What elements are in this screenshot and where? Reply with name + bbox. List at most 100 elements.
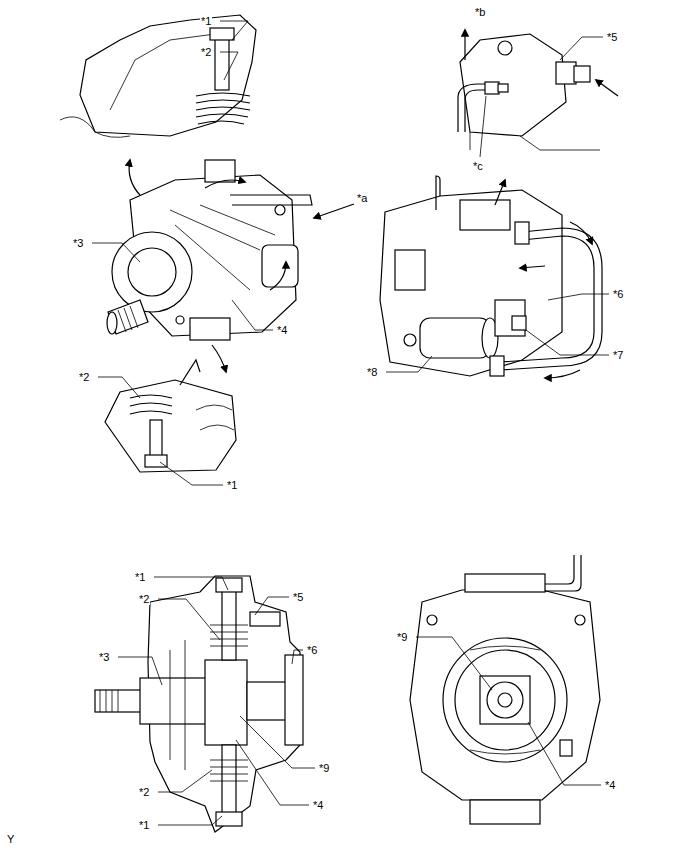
drawing-line: [485, 82, 499, 94]
drawing-line: [145, 455, 167, 467]
drawing-line: [380, 190, 562, 376]
leader-line: [548, 294, 609, 300]
drawing-line: [570, 222, 592, 244]
drawing-line: [205, 660, 247, 745]
drawing-line: [205, 180, 245, 188]
drawing-line: [212, 345, 226, 372]
callout-number: *1: [200, 15, 212, 27]
drawing-line: [314, 204, 354, 218]
drawing-line: [230, 195, 312, 205]
drawing-line: [110, 32, 230, 110]
drawing-line: [404, 334, 416, 346]
supply-pump-rear-view: [380, 176, 602, 378]
leader-line: [292, 650, 303, 664]
drawing-line: [285, 655, 303, 745]
drawing-line: [196, 93, 250, 124]
drawing-line: [410, 590, 600, 800]
callout-number: *2: [138, 786, 150, 798]
drawing-line: [500, 236, 594, 362]
callout-number: *9: [318, 762, 330, 774]
callout-number: *6: [612, 288, 624, 300]
drawing-line: [458, 84, 485, 132]
pump-cross-section: [95, 576, 303, 832]
drawing-line: [216, 578, 242, 592]
drawing-line: [520, 266, 545, 268]
callout-number: *9: [396, 631, 408, 643]
leader-lines: [92, 21, 609, 825]
drawing-line: [545, 370, 580, 378]
callout-number: *1: [134, 571, 146, 583]
drawing-line: [105, 380, 236, 472]
drawing-line: [490, 356, 504, 376]
plunger-inset-top: [60, 15, 256, 137]
drawing-line: [250, 612, 280, 626]
drawing-line: [216, 812, 242, 826]
drawing-line: [270, 262, 286, 290]
callout-number: *5: [292, 591, 304, 603]
leader-line: [236, 740, 309, 805]
drawing-line: [498, 41, 512, 55]
callout-number: *6: [306, 644, 318, 656]
leader-line: [480, 96, 486, 157]
drawing-line: [170, 640, 185, 770]
drawing-line: [196, 405, 234, 430]
callout-number: *3: [98, 651, 110, 663]
leader-line: [98, 377, 140, 398]
drawing-line: [480, 676, 530, 724]
pipe-connection-view: [458, 30, 618, 150]
supply-pump-view: [107, 160, 354, 372]
leader-line: [158, 599, 220, 640]
leader-line: [118, 657, 162, 685]
drawing-line: [575, 615, 585, 625]
drawing-line: [515, 222, 529, 244]
drawing-line: [545, 555, 581, 591]
drawing-line: [455, 650, 555, 750]
callout-number: *8: [366, 366, 378, 378]
callout-number: *c: [472, 160, 484, 172]
drawing-line: [420, 318, 490, 358]
drawing-line: [495, 300, 525, 336]
drawing-line: [465, 574, 545, 592]
leader-line: [232, 300, 273, 330]
leader-line: [220, 52, 238, 80]
leader-line: [160, 462, 223, 485]
drawing-line: [427, 615, 437, 625]
leader-line: [416, 637, 492, 690]
callout-number: *4: [276, 324, 288, 336]
callout-number: *5: [606, 31, 618, 43]
drawing-line: [80, 15, 256, 136]
drawing-line: [495, 180, 505, 205]
drawing-line: [443, 638, 567, 762]
drawing-line: [498, 693, 512, 707]
drawing-line: [222, 745, 236, 815]
callout-number: *3: [72, 237, 84, 249]
drawing-line: [460, 34, 566, 136]
leader-line: [526, 330, 609, 355]
drawing-line: [129, 160, 140, 195]
drawing-line: [210, 28, 234, 40]
drawing-line: [470, 132, 600, 150]
drawing-line: [60, 117, 130, 137]
leader-line: [92, 243, 140, 262]
pump-end-view: [410, 555, 600, 824]
drawing-line: [556, 62, 576, 84]
drawing-line: [395, 250, 425, 290]
drawing-line: [487, 682, 523, 718]
leader-line: [158, 770, 212, 792]
callout-number: *a: [356, 192, 368, 204]
drawing-line: [215, 38, 229, 90]
drawing-line: [470, 646, 540, 754]
drawing-line: [205, 160, 235, 182]
drawing-line: [180, 360, 200, 385]
drawing-line: [498, 84, 508, 92]
callout-number: *2: [200, 46, 212, 58]
callout-number: *2: [78, 371, 90, 383]
drawing-line: [107, 312, 117, 334]
drawing-line: [112, 232, 192, 312]
drawing-line: [465, 90, 485, 132]
drawing-line: [512, 316, 526, 330]
drawing-line: [118, 306, 138, 332]
drawing-line: [560, 740, 572, 756]
